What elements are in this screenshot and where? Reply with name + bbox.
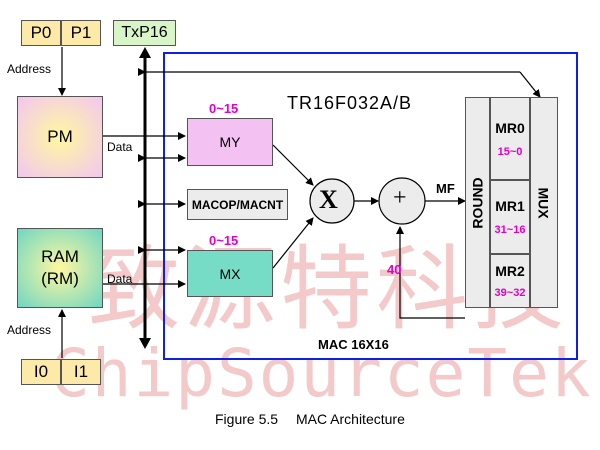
mac-block-label: MAC 16X16 <box>318 337 389 352</box>
bus-arrow-bottom <box>139 338 151 349</box>
register-i1: I1 <box>61 359 101 385</box>
round-block: ROUND <box>465 97 490 308</box>
register-p0-label: P0 <box>30 23 52 42</box>
ram-label: RAM <box>41 247 79 266</box>
mr2-range-label: 39~32 <box>494 287 526 299</box>
watermark-latin: ChipSourceTek <box>50 335 593 412</box>
register-txp16-label: TxP16 <box>121 24 168 41</box>
multiply-symbol: X <box>319 185 338 214</box>
feedback-width-label: 40 <box>387 262 402 277</box>
data-label-bottom: Data <box>107 272 133 286</box>
macop-label: MACOP/MACNT <box>191 197 284 212</box>
register-i1-label: I1 <box>73 362 89 381</box>
mux-label: MUX <box>536 186 552 219</box>
figure-number: Figure 5.5 <box>215 411 279 427</box>
mr1-range-label: 31~16 <box>494 224 526 236</box>
register-p1: P1 <box>61 20 101 46</box>
register-txp16: TxP16 <box>113 20 176 46</box>
adder-circle <box>378 177 426 225</box>
my-register: MY <box>187 118 273 166</box>
mr0-label: MR0 <box>495 119 525 136</box>
mr0-register: MR0 15~0 <box>490 97 530 180</box>
mr0-range-label: 15~0 <box>497 145 523 158</box>
macop-register: MACOP/MACNT <box>187 189 288 220</box>
register-p1-label: P1 <box>70 23 92 42</box>
figure-title: MAC Architecture <box>295 411 405 427</box>
my-range-label: 0~15 <box>209 101 239 116</box>
mx-label: MX <box>219 265 241 282</box>
register-p0: P0 <box>21 20 61 46</box>
address-label-top: Address <box>7 62 52 76</box>
multiplier-circle <box>309 178 355 224</box>
register-i0: I0 <box>21 359 61 385</box>
rm-label: (RM) <box>41 269 79 288</box>
bus-arrow-top <box>139 47 151 58</box>
chip-title: TR16F032A/B <box>287 93 413 113</box>
mr1-register: MR1 31~16 <box>490 180 530 254</box>
mr2-label: MR2 <box>495 263 525 279</box>
mux-block: MUX <box>530 97 558 308</box>
mx-register: MX <box>187 250 273 297</box>
add-symbol: + <box>393 185 407 211</box>
data-label-top: Data <box>107 140 133 154</box>
figure-caption: Figure 5.5 MAC Architecture <box>215 411 405 427</box>
mr2-register: MR2 39~32 <box>490 254 530 308</box>
mr1-label: MR1 <box>495 198 525 214</box>
mf-label: MF <box>436 181 455 196</box>
mx-range-label: 0~15 <box>209 233 239 248</box>
address-label-bottom: Address <box>7 323 52 337</box>
pm-label: PM <box>47 127 73 146</box>
my-label: MY <box>219 134 241 150</box>
pm-block: PM <box>17 96 103 178</box>
register-i0-label: I0 <box>33 362 49 381</box>
ram-block: RAM (RM) <box>17 228 103 308</box>
round-label: ROUND <box>469 176 486 229</box>
